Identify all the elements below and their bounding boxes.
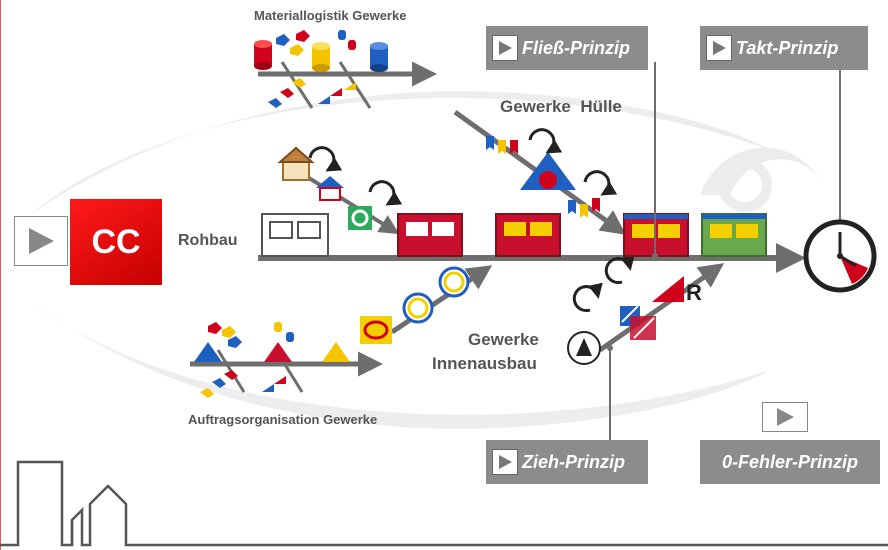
gewerke-huelle-label: Gewerke Hülle — [500, 97, 622, 116]
module-green — [701, 213, 767, 257]
innenausbau-emblem-icon — [567, 331, 601, 365]
cc-button[interactable]: CC — [70, 199, 162, 285]
play-triangle-icon — [29, 228, 54, 254]
background-fish-shape — [30, 91, 820, 429]
roof-tool-icon — [316, 176, 344, 201]
zulieferer-arrow — [390, 265, 493, 335]
materiallogistik-label: Materiallogistik Gewerke — [254, 8, 407, 23]
gewerke-label: Gewerke — [468, 330, 539, 349]
material-cylinder-yellow — [312, 42, 330, 72]
cycle-arrows — [308, 128, 635, 313]
module-red-1 — [397, 213, 463, 257]
takt-prinzip-label: Takt-Prinzip — [736, 37, 839, 58]
module-red-2 — [495, 213, 561, 257]
null-fehler-prinzip-button[interactable]: 0-Fehler-Prinzip — [700, 440, 880, 484]
svg-text:R: R — [686, 280, 702, 305]
rohbau-house-icon — [277, 146, 315, 181]
null-fehler-play-button[interactable] — [762, 402, 808, 432]
auftrag-triangle-blue — [194, 342, 222, 362]
clock-icon — [803, 219, 877, 293]
play-triangle-icon — [492, 35, 518, 61]
city-skyline — [0, 460, 888, 547]
material-cylinder-blue — [370, 42, 388, 72]
material-small-shapes — [268, 30, 356, 108]
huelle-triangle-icon — [520, 152, 576, 190]
module-white — [261, 213, 329, 257]
fliess-prinzip-label: Fließ-Prinzip — [522, 37, 630, 58]
green-trade-icon — [348, 206, 372, 230]
zieh-prinzip-button[interactable]: Zieh-Prinzip — [486, 440, 648, 484]
left-margin-line — [0, 0, 1, 550]
innenausbau-label: Innenausbau — [432, 354, 537, 373]
material-cylinder-red — [254, 40, 272, 70]
rohbau-label: Rohbau — [178, 232, 238, 249]
play-triangle-icon — [706, 35, 732, 61]
innenausbau-arrow — [598, 263, 725, 353]
auftragsorganisation-label: Auftragsorganisation Gewerke — [188, 412, 378, 427]
seal-badges — [402, 266, 470, 324]
zieh-prinzip-label: Zieh-Prinzip — [522, 451, 625, 472]
energy-logo-icon — [360, 316, 392, 344]
auftrag-small-shapes — [200, 322, 294, 398]
trade-logo-r: R — [652, 276, 702, 305]
auftrag-triangle-yellow — [322, 342, 350, 362]
takt-prinzip-button[interactable]: Takt-Prinzip — [700, 26, 868, 70]
huelle-flags — [486, 136, 600, 218]
null-fehler-prinzip-label: 0-Fehler-Prinzip — [721, 451, 859, 472]
play-triangle-icon — [777, 408, 794, 426]
auftrag-triangle-red — [264, 342, 292, 362]
cc-play-button[interactable] — [14, 216, 68, 266]
hatched-squares — [620, 305, 656, 340]
fliess-prinzip-button[interactable]: Fließ-Prinzip — [486, 26, 648, 70]
play-triangle-icon — [492, 449, 518, 475]
